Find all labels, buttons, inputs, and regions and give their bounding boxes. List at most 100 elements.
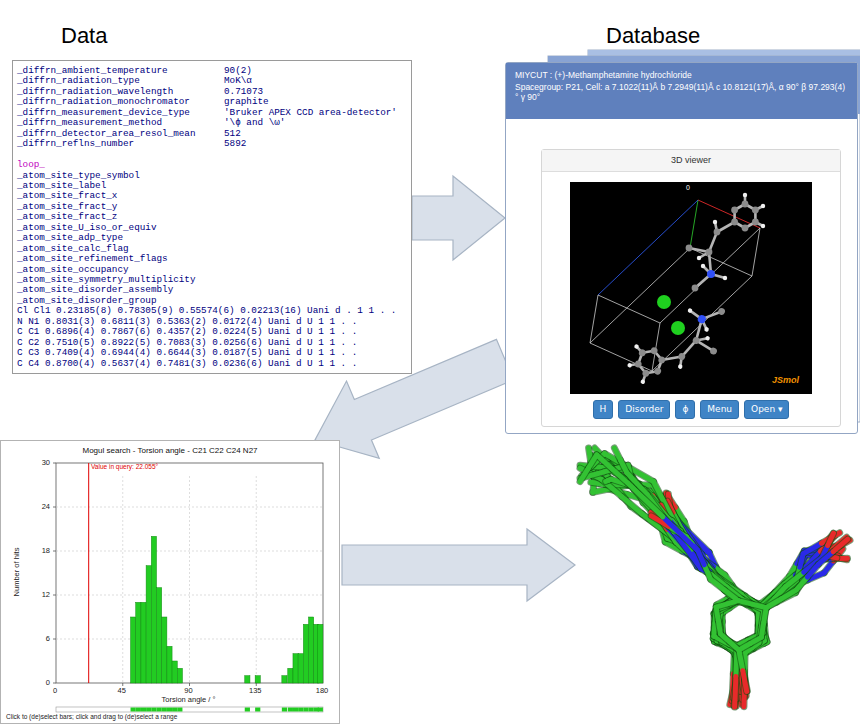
cif-line: _atom_site_fract_z: [17, 212, 117, 222]
unit-cell: [590, 200, 760, 371]
axis-title: Number of hits: [12, 548, 21, 597]
histogram-bar: [255, 676, 260, 683]
viewer-button: H: [593, 400, 614, 419]
atom-ball: [717, 307, 726, 316]
conformer: [582, 454, 837, 692]
atom-ball: [677, 352, 686, 361]
atom-ball: [638, 348, 647, 357]
conformer: [593, 465, 834, 691]
bond-outline: [597, 455, 613, 469]
bond-outline: [766, 599, 781, 608]
axis-title: Torsion angle / °: [162, 695, 216, 704]
cif-line: C C2 0.7510(5) 0.8922(5) 0.7083(3) 0.025…: [17, 338, 357, 348]
atom-ball: [692, 285, 699, 292]
selection-marks: [131, 708, 323, 712]
bond-stick: [743, 671, 747, 692]
conformer-overlay: [580, 448, 850, 707]
jsmol-viewer: [570, 182, 812, 394]
bond-stick: [614, 448, 620, 460]
histogram-bar: [172, 661, 177, 683]
atom-ball: [743, 193, 747, 197]
atom-ball: [640, 379, 646, 385]
bond-outline: [828, 533, 834, 545]
conformer: [591, 462, 848, 698]
conformer: [591, 482, 826, 699]
bond-stick: [833, 539, 848, 552]
conformer: [590, 464, 850, 704]
tick-label: 180: [316, 686, 329, 695]
methamphetamine-model: [623, 284, 732, 394]
histogram-bar: [177, 668, 182, 683]
atom-ball: [752, 219, 759, 226]
plot-frame: [56, 463, 323, 683]
window-title: Mogul search - Torsion angle - C21 C22 C…: [1, 446, 339, 456]
histogram-bar: [245, 676, 250, 683]
cif-line: _atom_site_fract_x: [17, 191, 117, 201]
selection-mark: [298, 708, 303, 712]
histogram-bar: [136, 602, 141, 683]
bond-outline: [818, 552, 833, 565]
atom-ball: [709, 347, 718, 356]
cell-edge: [652, 323, 660, 371]
conformer: [606, 479, 835, 699]
atom-ball: [627, 362, 633, 368]
conformer: [580, 455, 848, 692]
cif-line: C C3 0.7409(4) 0.6944(4) 0.6644(3) 0.018…: [17, 348, 357, 358]
cif-line: _atom_site_label: [17, 181, 106, 191]
cif-line: _diffrn_measurement_device_type: [17, 108, 190, 118]
selection-mark: [151, 708, 156, 712]
selection-mark: [162, 708, 167, 712]
selection-mark: [136, 708, 141, 712]
selection-mark: [167, 708, 172, 712]
bond-stick: [807, 564, 818, 577]
viewer-panel: HDisorderɸMenuOpen ▾3D viewer: [541, 149, 841, 427]
cell-edge: [660, 228, 760, 323]
button-label: Menu: [707, 404, 732, 415]
cif-line: 512: [224, 129, 241, 139]
cif-line: MoK\α: [224, 76, 252, 86]
bond-outline: [663, 517, 698, 551]
molecule-model: [623, 193, 765, 394]
bond-outline: [724, 590, 738, 601]
button-label: ɸ: [682, 404, 688, 415]
bond-stick: [663, 517, 698, 551]
chloride-ion: [657, 295, 671, 309]
atom-ball: [692, 336, 701, 345]
histogram-bars: [131, 536, 323, 683]
histogram-bar: [309, 617, 314, 683]
atom-ball: [677, 364, 683, 370]
bond-stick: [628, 483, 663, 517]
button-label: H: [600, 404, 607, 415]
atom-ball: [707, 270, 715, 278]
cif-line: C C1 0.6896(4) 0.7867(6) 0.4357(2) 0.022…: [17, 327, 357, 337]
chloride-ion: [671, 321, 685, 335]
histogram-bar: [298, 654, 303, 683]
atom-ball: [723, 276, 727, 280]
cif-line: _atom_site_type_symbol: [17, 171, 140, 181]
selection-mark: [318, 708, 323, 712]
bond-outline: [803, 543, 821, 554]
viewer-background: [570, 182, 812, 394]
conformer: [607, 474, 847, 701]
bond-outline: [628, 483, 663, 517]
panel-title: 3D viewer: [542, 155, 840, 166]
viewer-button: ɸ: [675, 400, 695, 419]
atom-ball: [634, 344, 640, 350]
atom-ball: [704, 327, 710, 333]
cif-line: Cl Cl1 0.23185(8) 0.78305(9) 0.55574(6) …: [17, 306, 396, 316]
cif-line: _diffrn_radiation_monochromator: [17, 97, 190, 107]
cell-edge: [690, 248, 752, 276]
histogram-bar: [318, 624, 323, 683]
cif-line: _atom_site_disorder_group: [17, 296, 156, 306]
query-value-label: Value in query: 22.055°: [91, 463, 158, 471]
entry-title: MIYCUT : (+)-Methamphetamine hydrochlori…: [515, 70, 692, 80]
selection-mark: [309, 708, 314, 712]
viewer-button: Menu: [700, 400, 739, 419]
axis-origin-label: 0: [686, 184, 690, 192]
selection-mark: [303, 708, 308, 712]
cif-line: _atom_site_occupancy: [17, 265, 129, 275]
atom-ball: [761, 224, 765, 228]
bond-stick: [662, 351, 682, 366]
bond-outline: [807, 564, 818, 577]
cif-line: loop_: [17, 160, 45, 170]
